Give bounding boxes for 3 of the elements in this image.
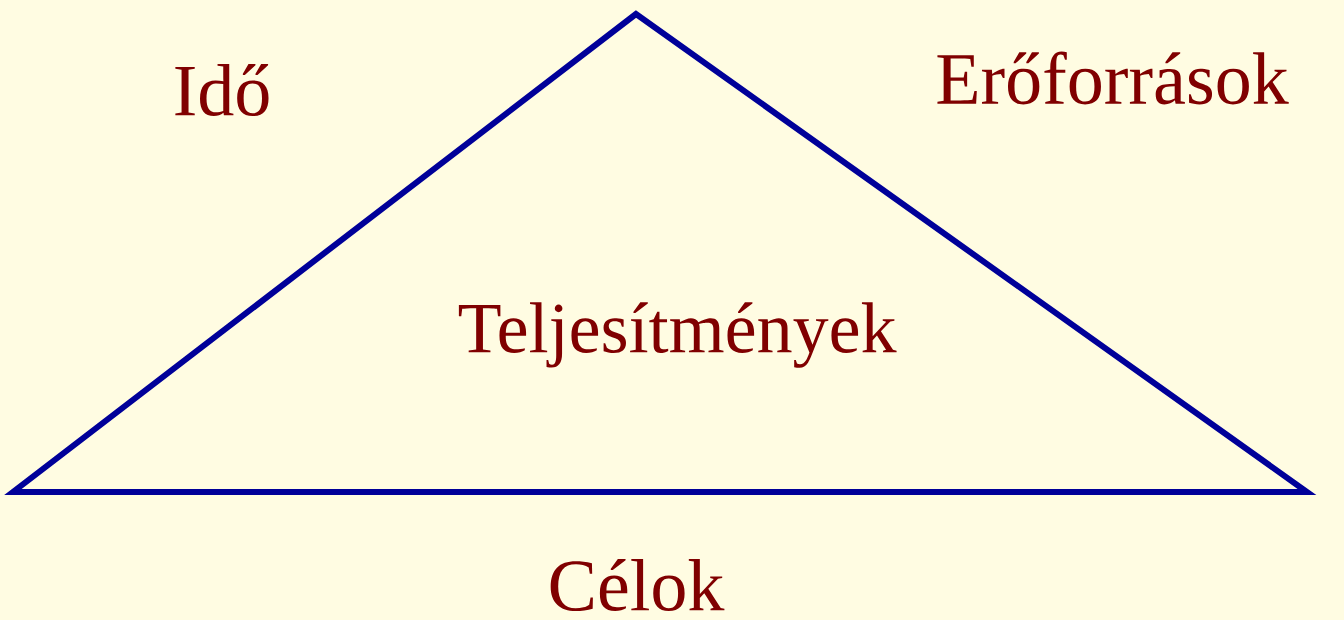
side-label: Célok (550, 558, 725, 612)
side-label: Idő (175, 63, 269, 117)
side-label: Erőforrások (937, 51, 1289, 105)
